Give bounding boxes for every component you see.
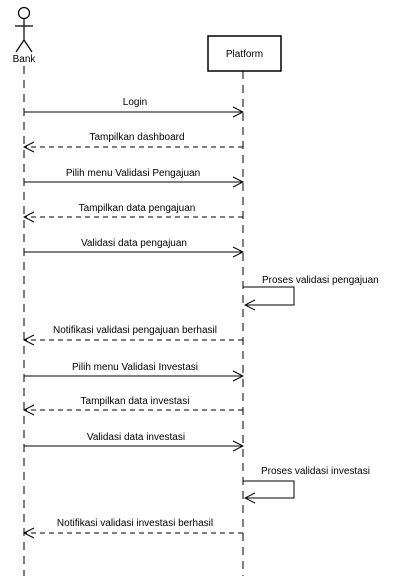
- message-label: Pilih menu Validasi Investasi: [72, 362, 198, 373]
- message-0: Login: [24, 97, 243, 112]
- message-3: Tampilkan data pengajuan: [24, 203, 243, 217]
- message-label: Tampilkan data pengajuan: [79, 203, 196, 214]
- message-label: Tampilkan data investasi: [81, 396, 190, 407]
- self-message-arrow: [243, 286, 295, 305]
- actor-bank: Bank: [13, 6, 37, 65]
- message-8: Tampilkan data investasi: [24, 396, 243, 410]
- message-4: Validasi data pengajuan: [24, 238, 243, 252]
- message-10-self: Proses validasi investasi: [243, 466, 370, 498]
- message-7: Pilih menu Validasi Investasi: [24, 362, 243, 376]
- message-11: Notifikasi validasi investasi berhasil: [24, 518, 243, 533]
- participant-box: [207, 35, 282, 72]
- message-label: Tampilkan dashboard: [89, 132, 184, 143]
- message-label: Validasi data investasi: [87, 432, 185, 443]
- self-message-arrow: [243, 480, 295, 498]
- message-2: Pilih menu Validasi Pengajuan: [24, 168, 243, 182]
- message-label: Proses validasi investasi: [261, 466, 370, 477]
- message-1: Tampilkan dashboard: [24, 132, 243, 147]
- message-label: Proses validasi pengajuan: [262, 275, 379, 286]
- stick-figure-icon: [15, 6, 33, 53]
- participant-label: Platform: [226, 49, 263, 60]
- message-label: Login: [123, 97, 147, 108]
- participant-platform: Platform: [207, 35, 282, 72]
- message-label: Notifikasi validasi investasi berhasil: [57, 518, 213, 529]
- message-9: Validasi data investasi: [24, 432, 243, 446]
- message-label: Validasi data pengajuan: [81, 238, 187, 249]
- actor-label: Bank: [13, 54, 37, 65]
- message-label: Notifikasi validasi pengajuan berhasil: [53, 325, 217, 336]
- message-5-self: Proses validasi pengajuan: [243, 275, 379, 305]
- message-label: Pilih menu Validasi Pengajuan: [66, 168, 200, 179]
- message-6: Notifikasi validasi pengajuan berhasil: [24, 325, 243, 340]
